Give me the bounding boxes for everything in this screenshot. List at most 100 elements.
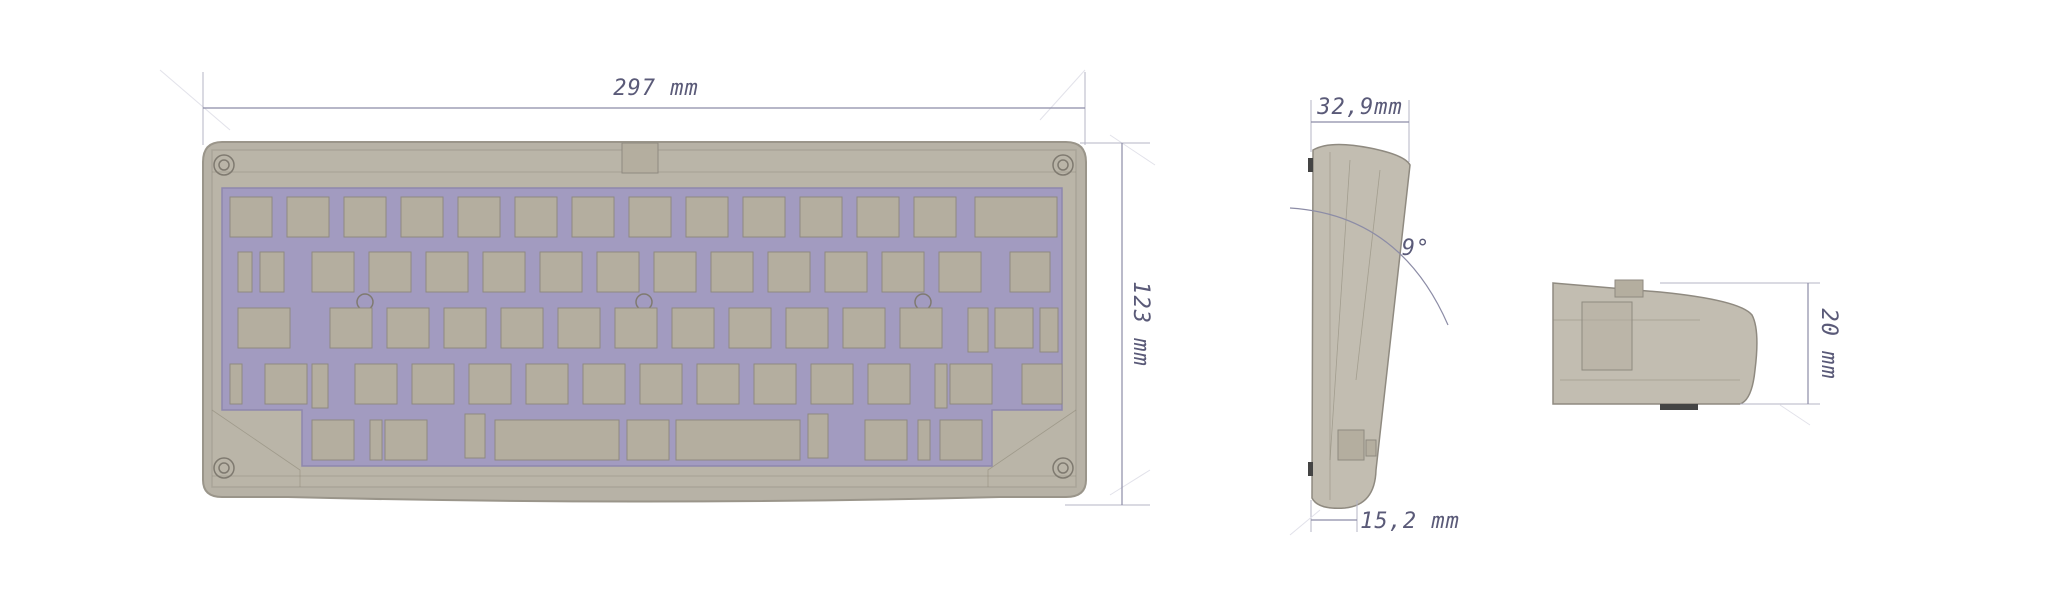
side-rear-tab <box>1365 439 1377 457</box>
keycap-row1 <box>799 196 843 238</box>
width-dimension: 297 mm <box>202 72 1086 145</box>
keycap-slot <box>917 419 931 461</box>
keycap-row3 <box>443 307 487 349</box>
keycap-slot <box>1039 307 1059 353</box>
keycap-row1 <box>229 196 273 238</box>
height-label: 123 mm <box>1128 281 1153 366</box>
usb-connector <box>621 142 659 174</box>
keycap-row1 <box>286 196 330 238</box>
keycap-backslash <box>1009 251 1051 293</box>
screw-bottom-right <box>1052 457 1074 479</box>
keycap-row1 <box>400 196 444 238</box>
angle-label: 9° <box>1402 236 1431 261</box>
keycap-row3 <box>842 307 886 349</box>
side-view: 32,9mm 9° 15,2 mm <box>1289 95 1460 536</box>
foot-bottom <box>1308 462 1313 476</box>
keycap-space-left <box>494 419 620 461</box>
keycap-row2 <box>311 251 355 293</box>
keycap-row4 <box>354 363 398 405</box>
keycap-row4 <box>867 363 911 405</box>
keycap-tab <box>259 251 285 293</box>
depth-bottom-label: 15,2 mm <box>1360 509 1460 534</box>
keycap-row2 <box>539 251 583 293</box>
keycap-row1 <box>514 196 558 238</box>
keycap-row1 <box>742 196 786 238</box>
keycap-caps <box>237 307 291 349</box>
thickness-dimension: 20 mm <box>1660 282 1841 426</box>
keycap-row4 <box>582 363 626 405</box>
keycap-slot <box>311 363 329 409</box>
keycap-row3 <box>728 307 772 349</box>
key-grid <box>229 196 1063 461</box>
keycap-shift-left <box>264 363 308 405</box>
keycap-row4 <box>525 363 569 405</box>
keycap-row1 <box>685 196 729 238</box>
keycap-row4 <box>810 363 854 405</box>
keycap-row2 <box>368 251 412 293</box>
keycap-space-right <box>675 419 801 461</box>
keycap-row3 <box>614 307 658 349</box>
keycap-row1 <box>856 196 900 238</box>
keycap-slot <box>237 251 253 293</box>
side-switch <box>1337 429 1365 461</box>
keycap-ctrl <box>311 419 355 461</box>
keycap-row2 <box>881 251 925 293</box>
top-view: 297 mm 123 mm <box>159 69 1156 506</box>
front-foot <box>1660 404 1698 410</box>
keycap-slot <box>229 363 243 405</box>
thickness-label: 20 mm <box>1816 308 1841 379</box>
keycap-row1 <box>913 196 957 238</box>
keycap-slot <box>967 307 989 353</box>
keycap-row2 <box>938 251 982 293</box>
keycap-row4 <box>753 363 797 405</box>
screw-top-left <box>213 154 235 176</box>
keycap-slot <box>369 419 383 461</box>
keycap-row2 <box>425 251 469 293</box>
angle-dimension: 9° <box>1289 207 1449 326</box>
screw-bottom-left <box>213 457 235 479</box>
keycap-row2 <box>653 251 697 293</box>
keycap-row4 <box>411 363 455 405</box>
height-dimension: 123 mm <box>1065 142 1153 506</box>
keycap-row2 <box>710 251 754 293</box>
depth-top-label: 32,9mm <box>1316 95 1402 120</box>
width-label: 297 mm <box>613 76 698 101</box>
keycap-row2 <box>482 251 526 293</box>
keycap-row3 <box>386 307 430 349</box>
keycap-row2 <box>824 251 868 293</box>
foot-top <box>1308 158 1313 172</box>
front-keycap <box>1614 279 1644 298</box>
keycap-row3 <box>785 307 829 349</box>
keycap-alt-right <box>864 419 908 461</box>
keycap-row3 <box>329 307 373 349</box>
keycap-row4 <box>468 363 512 405</box>
keycap-enter <box>994 307 1034 349</box>
front-view: 20 mm <box>1552 279 1841 426</box>
keycap-slot <box>934 363 948 409</box>
keycap-row4 <box>639 363 683 405</box>
keycap-row1 <box>457 196 501 238</box>
keycap-row4 <box>696 363 740 405</box>
keycap-fn <box>1021 363 1063 405</box>
keycap-slot <box>807 413 829 459</box>
keycap-shift-right <box>949 363 993 405</box>
keycap-row1 <box>628 196 672 238</box>
keycap-slot <box>464 413 486 459</box>
keycap-mod <box>626 419 670 461</box>
keycap-row3 <box>899 307 943 349</box>
keycap-row2 <box>596 251 640 293</box>
keycap-row3 <box>557 307 601 349</box>
side-profile <box>1311 143 1411 510</box>
keycap-alt <box>384 419 428 461</box>
keycap-backspace <box>974 196 1058 238</box>
keycap-row3 <box>671 307 715 349</box>
depth-bottom-dimension: 15,2 mm <box>1289 500 1460 536</box>
depth-top-dimension: 32,9mm <box>1310 95 1410 162</box>
keycap-row1 <box>343 196 387 238</box>
keycap-row2 <box>767 251 811 293</box>
keycap-row3 <box>500 307 544 349</box>
keycap-row1 <box>571 196 615 238</box>
keycap-ctrl-right <box>939 419 983 461</box>
screw-top-right <box>1052 154 1074 176</box>
